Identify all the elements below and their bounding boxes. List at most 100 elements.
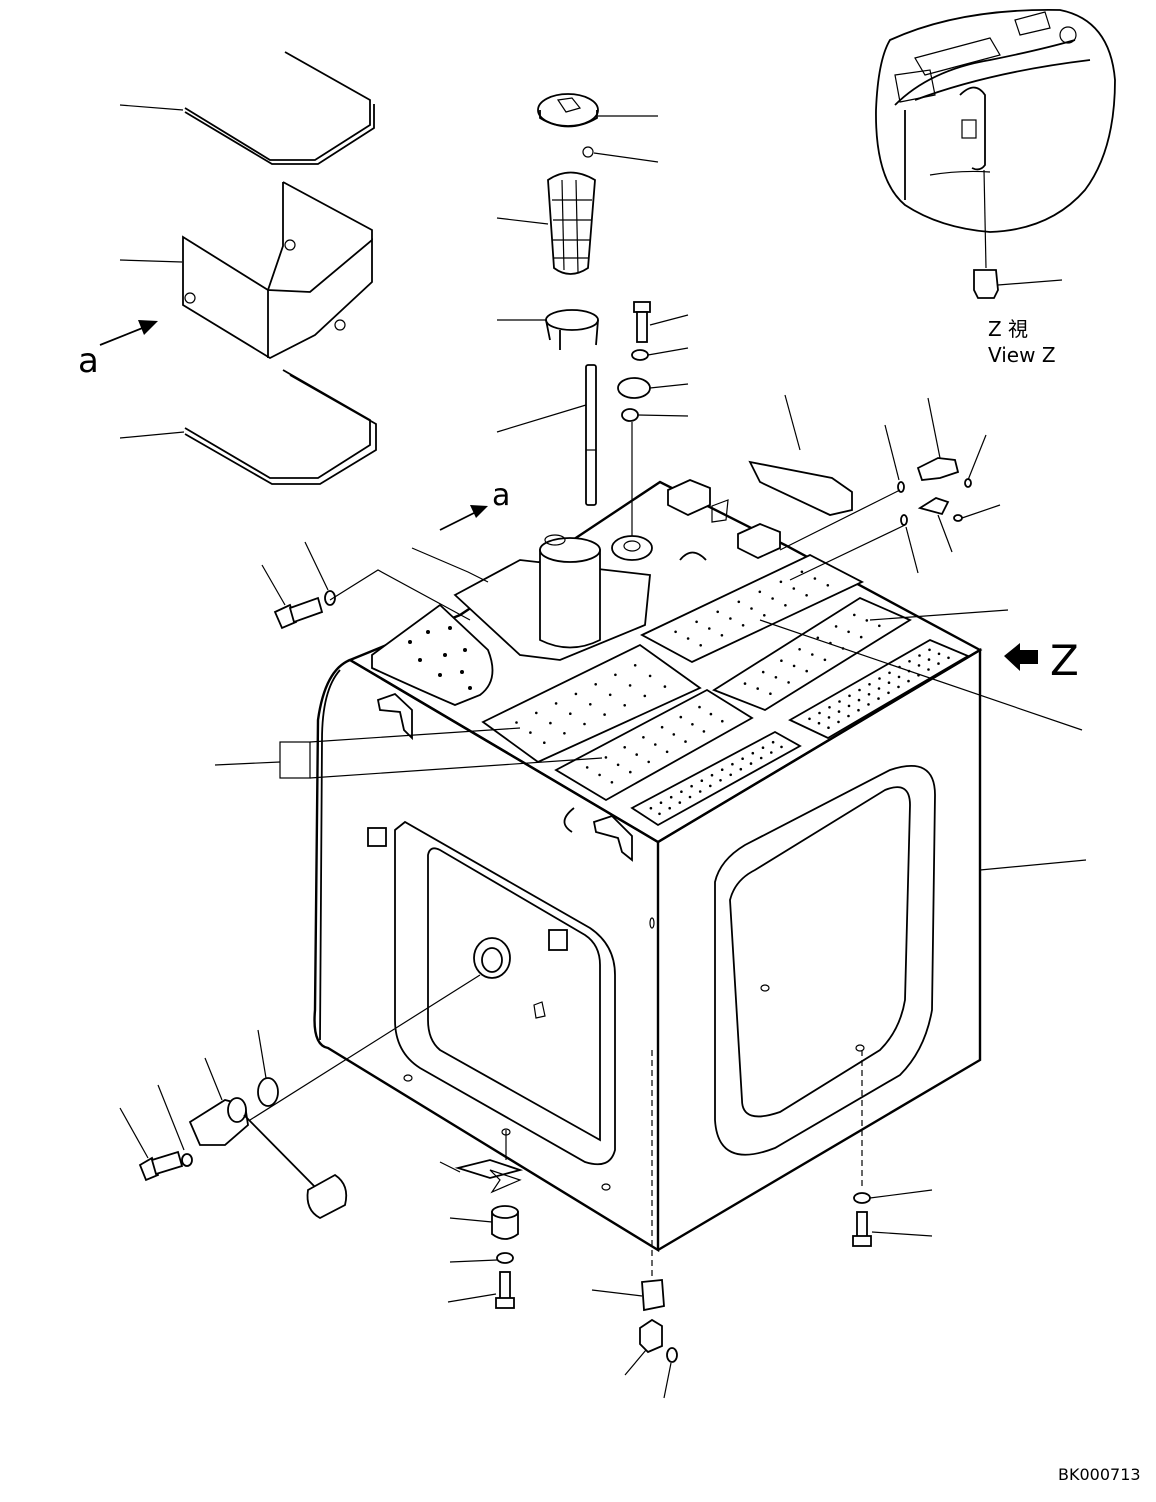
cover-plate-icon — [617, 377, 651, 399]
pad-dot — [629, 770, 632, 774]
spacer-icon — [491, 1211, 519, 1240]
pad-dot — [867, 703, 870, 706]
pad-dot — [699, 644, 702, 647]
pad-dot — [594, 683, 597, 686]
pad-dot — [792, 664, 796, 668]
pad-dot — [847, 630, 850, 634]
view-direction-arrow-icon — [1004, 643, 1038, 671]
pad-dot — [702, 730, 706, 733]
pad-dot — [877, 697, 880, 700]
float-icon — [306, 1173, 348, 1220]
pad-dot — [816, 636, 820, 640]
pad-dot — [529, 731, 532, 734]
view-z-arrow-label: Z — [1050, 636, 1079, 685]
pad-dot — [847, 704, 851, 708]
pad-dot — [749, 762, 753, 765]
pad-dot — [583, 722, 586, 726]
pad-dot — [771, 740, 775, 744]
port-fitting-icon — [473, 937, 511, 979]
pad-dot — [729, 773, 732, 777]
pad-dot — [763, 614, 766, 617]
pad-dot — [669, 795, 673, 799]
tank-right-face — [657, 647, 982, 1252]
pad-dot — [917, 664, 921, 667]
side-bolts — [261, 541, 336, 630]
cover-assembly: a — [78, 51, 377, 485]
pad-dot — [654, 743, 657, 746]
lower-gasket — [184, 369, 371, 479]
drain-elbow-icon — [639, 1318, 663, 1354]
pad-dot — [672, 733, 676, 736]
pad-dot — [751, 751, 755, 755]
pad-dot — [947, 656, 950, 660]
tank-cover — [182, 235, 373, 360]
pad-dot — [635, 753, 638, 756]
pad-dot — [761, 746, 765, 749]
pad-dot — [927, 668, 930, 671]
pad-dot — [800, 570, 804, 574]
pad-dot — [858, 688, 861, 692]
pad-dot — [741, 757, 744, 760]
pad-dot — [690, 784, 693, 788]
pad-dot — [887, 681, 891, 684]
pad-dot — [721, 719, 724, 723]
strainer-icon — [547, 171, 596, 275]
pad-dot — [770, 751, 773, 754]
pad-dot — [784, 604, 787, 607]
pad-dot — [774, 676, 778, 679]
pad-dot — [769, 692, 772, 695]
pad-dot — [598, 773, 601, 777]
pad-dot — [684, 740, 687, 743]
strainer-ring-icon — [545, 309, 599, 331]
pad-dot — [554, 702, 558, 705]
pad-dot — [907, 679, 910, 683]
pad-dot — [857, 708, 860, 712]
upper-gasket — [184, 51, 371, 161]
pad-dot — [688, 795, 692, 799]
pad-dot — [813, 577, 817, 580]
pad-dot — [837, 710, 841, 713]
bottom-mounts — [439, 1050, 933, 1399]
pad-dot — [908, 660, 911, 663]
pad-dot — [686, 637, 690, 640]
pad-dot — [888, 671, 891, 675]
pad-dot — [633, 664, 637, 667]
pad-dot — [589, 703, 592, 706]
pad-dot-pattern — [515, 570, 950, 816]
pad-dot — [739, 767, 743, 771]
pad-dot — [678, 801, 682, 804]
pad-dot — [623, 704, 626, 707]
dipstick-icon — [585, 364, 597, 506]
pad-dot — [771, 597, 774, 600]
pad-dot — [719, 779, 722, 782]
pad-dot — [798, 648, 801, 651]
elbow-fitting-icon — [916, 457, 960, 481]
tank-front-face — [313, 658, 660, 1253]
pad-dot — [549, 721, 552, 725]
pad-dot — [756, 687, 759, 690]
pad-dot — [780, 745, 783, 749]
filter-stack — [496, 93, 659, 506]
pad-dot — [857, 698, 861, 702]
hook-bracket — [376, 692, 413, 741]
cover-plate-hardware — [617, 301, 689, 545]
pad-dot — [691, 723, 694, 726]
pad-dot — [805, 594, 808, 597]
pad-dot — [708, 627, 711, 630]
pad-dot — [569, 712, 572, 715]
pad-dot — [838, 700, 841, 703]
pad-dot — [867, 693, 871, 696]
pad-dot — [868, 683, 871, 686]
pad-dot — [758, 590, 762, 594]
pad-dot — [887, 691, 890, 695]
pad-dot — [828, 706, 831, 709]
pad-dot — [709, 712, 713, 716]
pad-dot — [847, 714, 850, 718]
shim-icon — [454, 1159, 524, 1179]
pad-dot — [674, 630, 677, 634]
pad-dot — [731, 762, 734, 766]
pad-dot — [610, 781, 614, 784]
fitting-nut-icon — [973, 269, 999, 299]
right-inspection-frame — [714, 765, 936, 1156]
